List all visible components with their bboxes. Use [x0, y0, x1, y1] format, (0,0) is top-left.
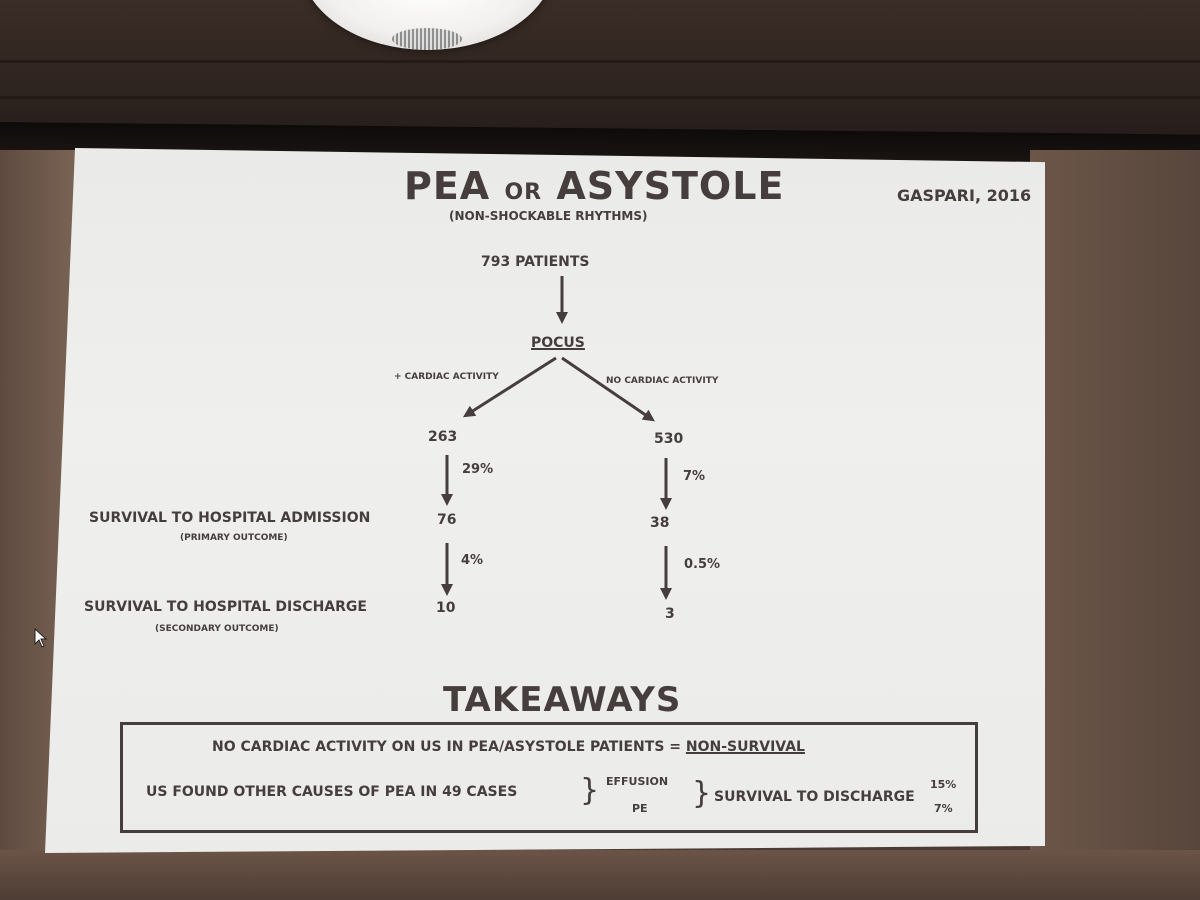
pocus-label: POCUS: [531, 335, 585, 351]
patients-count: 793 PATIENTS: [481, 254, 590, 270]
right-count: 530: [654, 431, 684, 447]
survival-to-discharge: SURVIVAL TO DISCHARGE: [714, 789, 915, 805]
title-asystole: ASYSTOLE: [556, 164, 785, 208]
right-discharge: 3: [665, 606, 675, 622]
right-pct-admission: 7%: [683, 469, 706, 484]
takeaway-line-1-text: NO CARDIAC ACTIVITY ON US IN PEA/ASYSTOL…: [212, 739, 686, 755]
wall-right: [1030, 150, 1200, 900]
pct-pe: 7%: [934, 802, 953, 815]
left-admission: 76: [437, 512, 457, 528]
row-label-admission: SURVIVAL TO HOSPITAL ADMISSION: [89, 510, 371, 526]
arrow-pocus-to-right: [561, 356, 655, 422]
branch-no-cardiac-activity: NO CARDIAC ACTIVITY: [606, 376, 719, 386]
row-note-discharge: (SECONDARY OUTCOME): [155, 624, 279, 634]
title-or: OR: [504, 180, 543, 205]
mouse-cursor-icon: [34, 628, 48, 648]
citation: GASPARI, 2016: [897, 186, 1032, 205]
right-pct-discharge: 0.5%: [684, 557, 721, 572]
ceiling-light-grill: [392, 28, 462, 50]
ceiling-band: [0, 60, 1200, 63]
branch-cardiac-activity: + CARDIAC ACTIVITY: [394, 372, 499, 382]
row-note-admission: (PRIMARY OUTCOME): [180, 533, 288, 543]
title-pea: PEA: [404, 164, 491, 208]
brace-right: }: [692, 776, 712, 811]
wall-bottom: [0, 850, 1200, 900]
slide-subtitle: (NON-SHOCKABLE RHYTHMS): [449, 209, 648, 223]
right-admission: 38: [650, 515, 670, 531]
left-pct-admission: 29%: [462, 462, 494, 477]
takeaway-line-1: NO CARDIAC ACTIVITY ON US IN PEA/ASYSTOL…: [212, 739, 805, 755]
arrow-pocus-to-left: [462, 356, 557, 418]
pct-effusion: 15%: [930, 778, 957, 791]
slide-title: PEA OR ASYSTOLE: [404, 164, 784, 208]
left-discharge: 10: [436, 600, 456, 616]
brace-left: }: [580, 773, 600, 808]
left-pct-discharge: 4%: [461, 553, 484, 568]
takeaway-line-2: US FOUND OTHER CAUSES OF PEA IN 49 CASES: [146, 784, 518, 800]
non-survival-emphasis: NON-SURVIVAL: [685, 739, 805, 755]
left-count: 263: [428, 429, 458, 445]
cause-pe: PE: [632, 802, 648, 815]
takeaways-heading: TAKEAWAYS: [443, 680, 682, 720]
projected-slide: [45, 148, 1045, 853]
ceiling-band: [0, 96, 1200, 99]
row-label-discharge: SURVIVAL TO HOSPITAL DISCHARGE: [84, 599, 367, 615]
cause-effusion: EFFUSION: [606, 775, 669, 788]
takeaways-box: [120, 722, 978, 833]
